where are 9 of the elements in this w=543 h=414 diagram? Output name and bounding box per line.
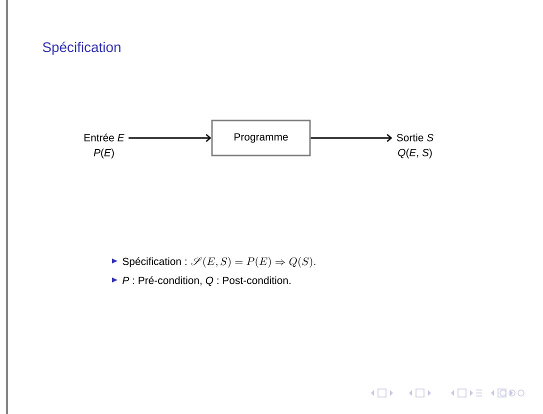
io-label: Sortie S Q(E, S) xyxy=(396,134,434,158)
arrow xyxy=(310,134,392,142)
bullet-text: P : Pré-condition, Q : Post-condition. xyxy=(122,276,290,286)
process-box: Programme xyxy=(211,120,311,156)
slide-title: Spécification xyxy=(42,42,120,55)
formula: $\mathscr{S}(E,S) = P(E) \Rightarrow Q(S).$ xyxy=(191,256,316,268)
bullet-text: Spécification : xyxy=(122,257,186,268)
arrow xyxy=(128,134,212,142)
io-label: Entrée E P(E) xyxy=(84,134,124,158)
